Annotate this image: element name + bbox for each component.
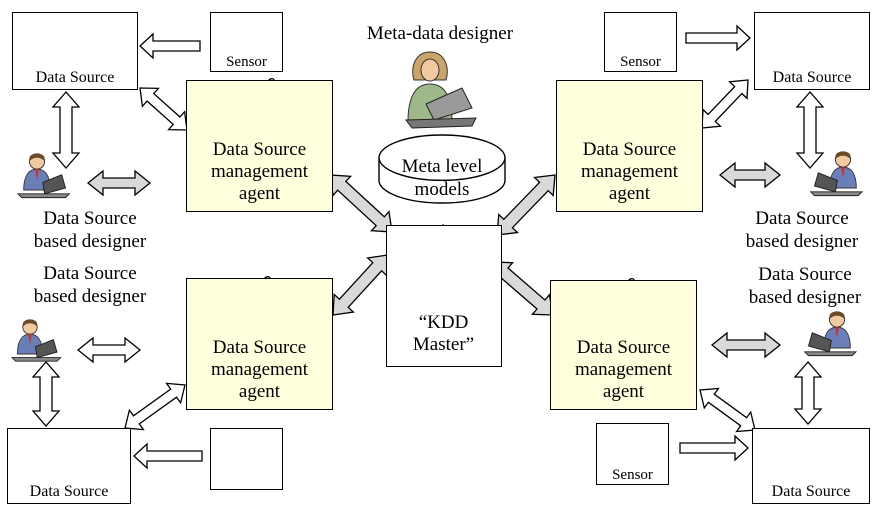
meta-models-cylinder-icon [378,134,506,204]
agent-tr-line1: Data Source [582,139,677,160]
arrow-ds-br-designer [793,361,823,425]
designer-lu-person-icon [16,153,71,199]
designer-lu-line1: Data Source [43,208,137,229]
meta-data-designer-person-icon [405,51,477,129]
agent-tr-line2: management [580,161,679,182]
arrow-ds-bl-agent [124,382,186,431]
kdd-master-box: “KDD Master” [386,225,502,367]
arrow-sensor-br [679,434,749,462]
arrow-ds-bl-designer [31,361,61,427]
arrow-sensor-tl [139,32,201,60]
arrow-ds-tr-agent [701,79,749,129]
meta-models-line1: Meta level [401,156,483,177]
designer-label-right-upper: Data Source based designer [732,207,872,253]
data-source-top-right: Data Source [754,12,870,90]
designer-ll-line2: based designer [33,286,147,307]
designer-ru-line2: based designer [745,231,859,252]
arrow-designer-lu [86,169,152,197]
designer-ll-person-icon [10,319,62,362]
data-source-bottom-left: Data Source [7,428,131,504]
designer-ru-person-icon [809,151,864,197]
meta-models-label: Meta level models [380,155,504,201]
agent-tr-line3: agent [608,183,651,204]
designer-lu-line2: based designer [33,231,147,252]
data-source-br-label: Data Source [771,483,851,500]
arrow-layer [31,24,825,470]
kdd-master-line1: “KDD [418,312,469,333]
data-source-bl-label: Data Source [29,483,109,500]
arrow-sensor-bl [133,442,203,470]
agent-br-line1: Data Source [576,337,671,358]
arrow-agent-bl-kdd [332,254,389,316]
designer-label-right-lower: Data Source based designer [735,263,875,309]
designer-label-left-upper: Data Source based designer [20,207,160,253]
kdd-master-line2: Master” [412,334,475,355]
arrow-agent-tr-kdd [496,174,556,236]
arrow-ds-tl-agent [139,87,188,131]
arrow-designer-rl [710,331,782,359]
meta-data-designer-title: Meta-data designer [366,23,514,44]
sensor-tr-label: Sensor [620,54,661,70]
agent-bl-line1: Data Source [212,337,307,358]
data-source-tl-label: Data Source [35,69,115,86]
arrow-sensor-tr [685,24,751,52]
sensor-top-right: Sensor [604,12,677,72]
arrow-designer-ru [718,161,782,189]
agent-tl-line2: management [210,161,309,182]
designer-label-left-lower: Data Source based designer [20,262,160,308]
arrow-ds-br-agent [699,387,756,433]
agent-tl-line1: Data Source [212,139,307,160]
sensor-br-label: Sensor [612,467,653,483]
arrow-ds-tr-designer [795,91,825,169]
designer-rl-person-icon [803,311,858,357]
designer-rl-line2: based designer [748,287,862,308]
agent-tl-line3: agent [238,183,281,204]
data-source-tr-label: Data Source [772,69,852,86]
kdd-master-label: “KDD Master” [387,312,500,356]
agent-bl-line3: agent [238,381,281,402]
data-source-top-left: Data Source [12,12,138,90]
agent-bl-line2: management [210,359,309,380]
designer-ll-line1: Data Source [43,263,137,284]
agent-br-line3: agent [602,381,645,402]
arrow-designer-ll [76,336,142,364]
sensor-top-left: Sensor [210,12,283,72]
data-source-bottom-right: Data Source [752,428,870,504]
designer-ru-line1: Data Source [755,208,849,229]
arrow-ds-tl-designer [51,91,81,169]
agent-br-line2: management [574,359,673,380]
sensor-bottom-left: Sensor [210,428,283,490]
sensor-tl-label: Sensor [226,54,267,70]
sensor-bottom-right: Sensor [596,423,669,485]
designer-rl-line1: Data Source [758,264,852,285]
meta-models-line2: models [414,179,470,200]
